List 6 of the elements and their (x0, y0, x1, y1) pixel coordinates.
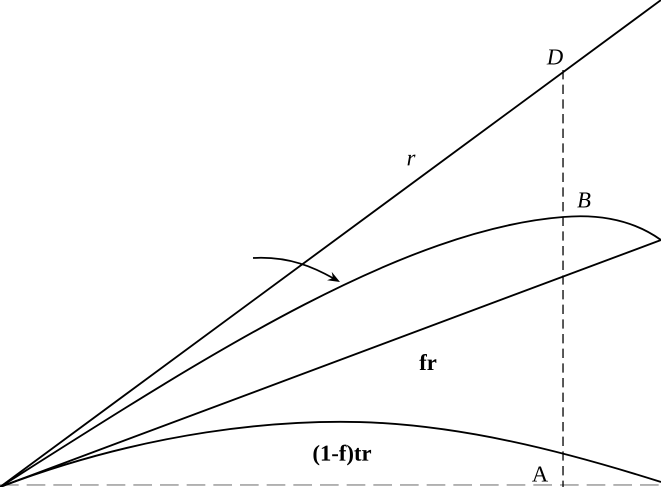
curve-label: fr (419, 354, 436, 370)
point-label: A (532, 466, 548, 482)
curve-label: (1-f)tr (313, 444, 372, 466)
point-label: D (546, 50, 563, 64)
point-label: B (577, 192, 590, 208)
line-label: r (408, 154, 416, 166)
